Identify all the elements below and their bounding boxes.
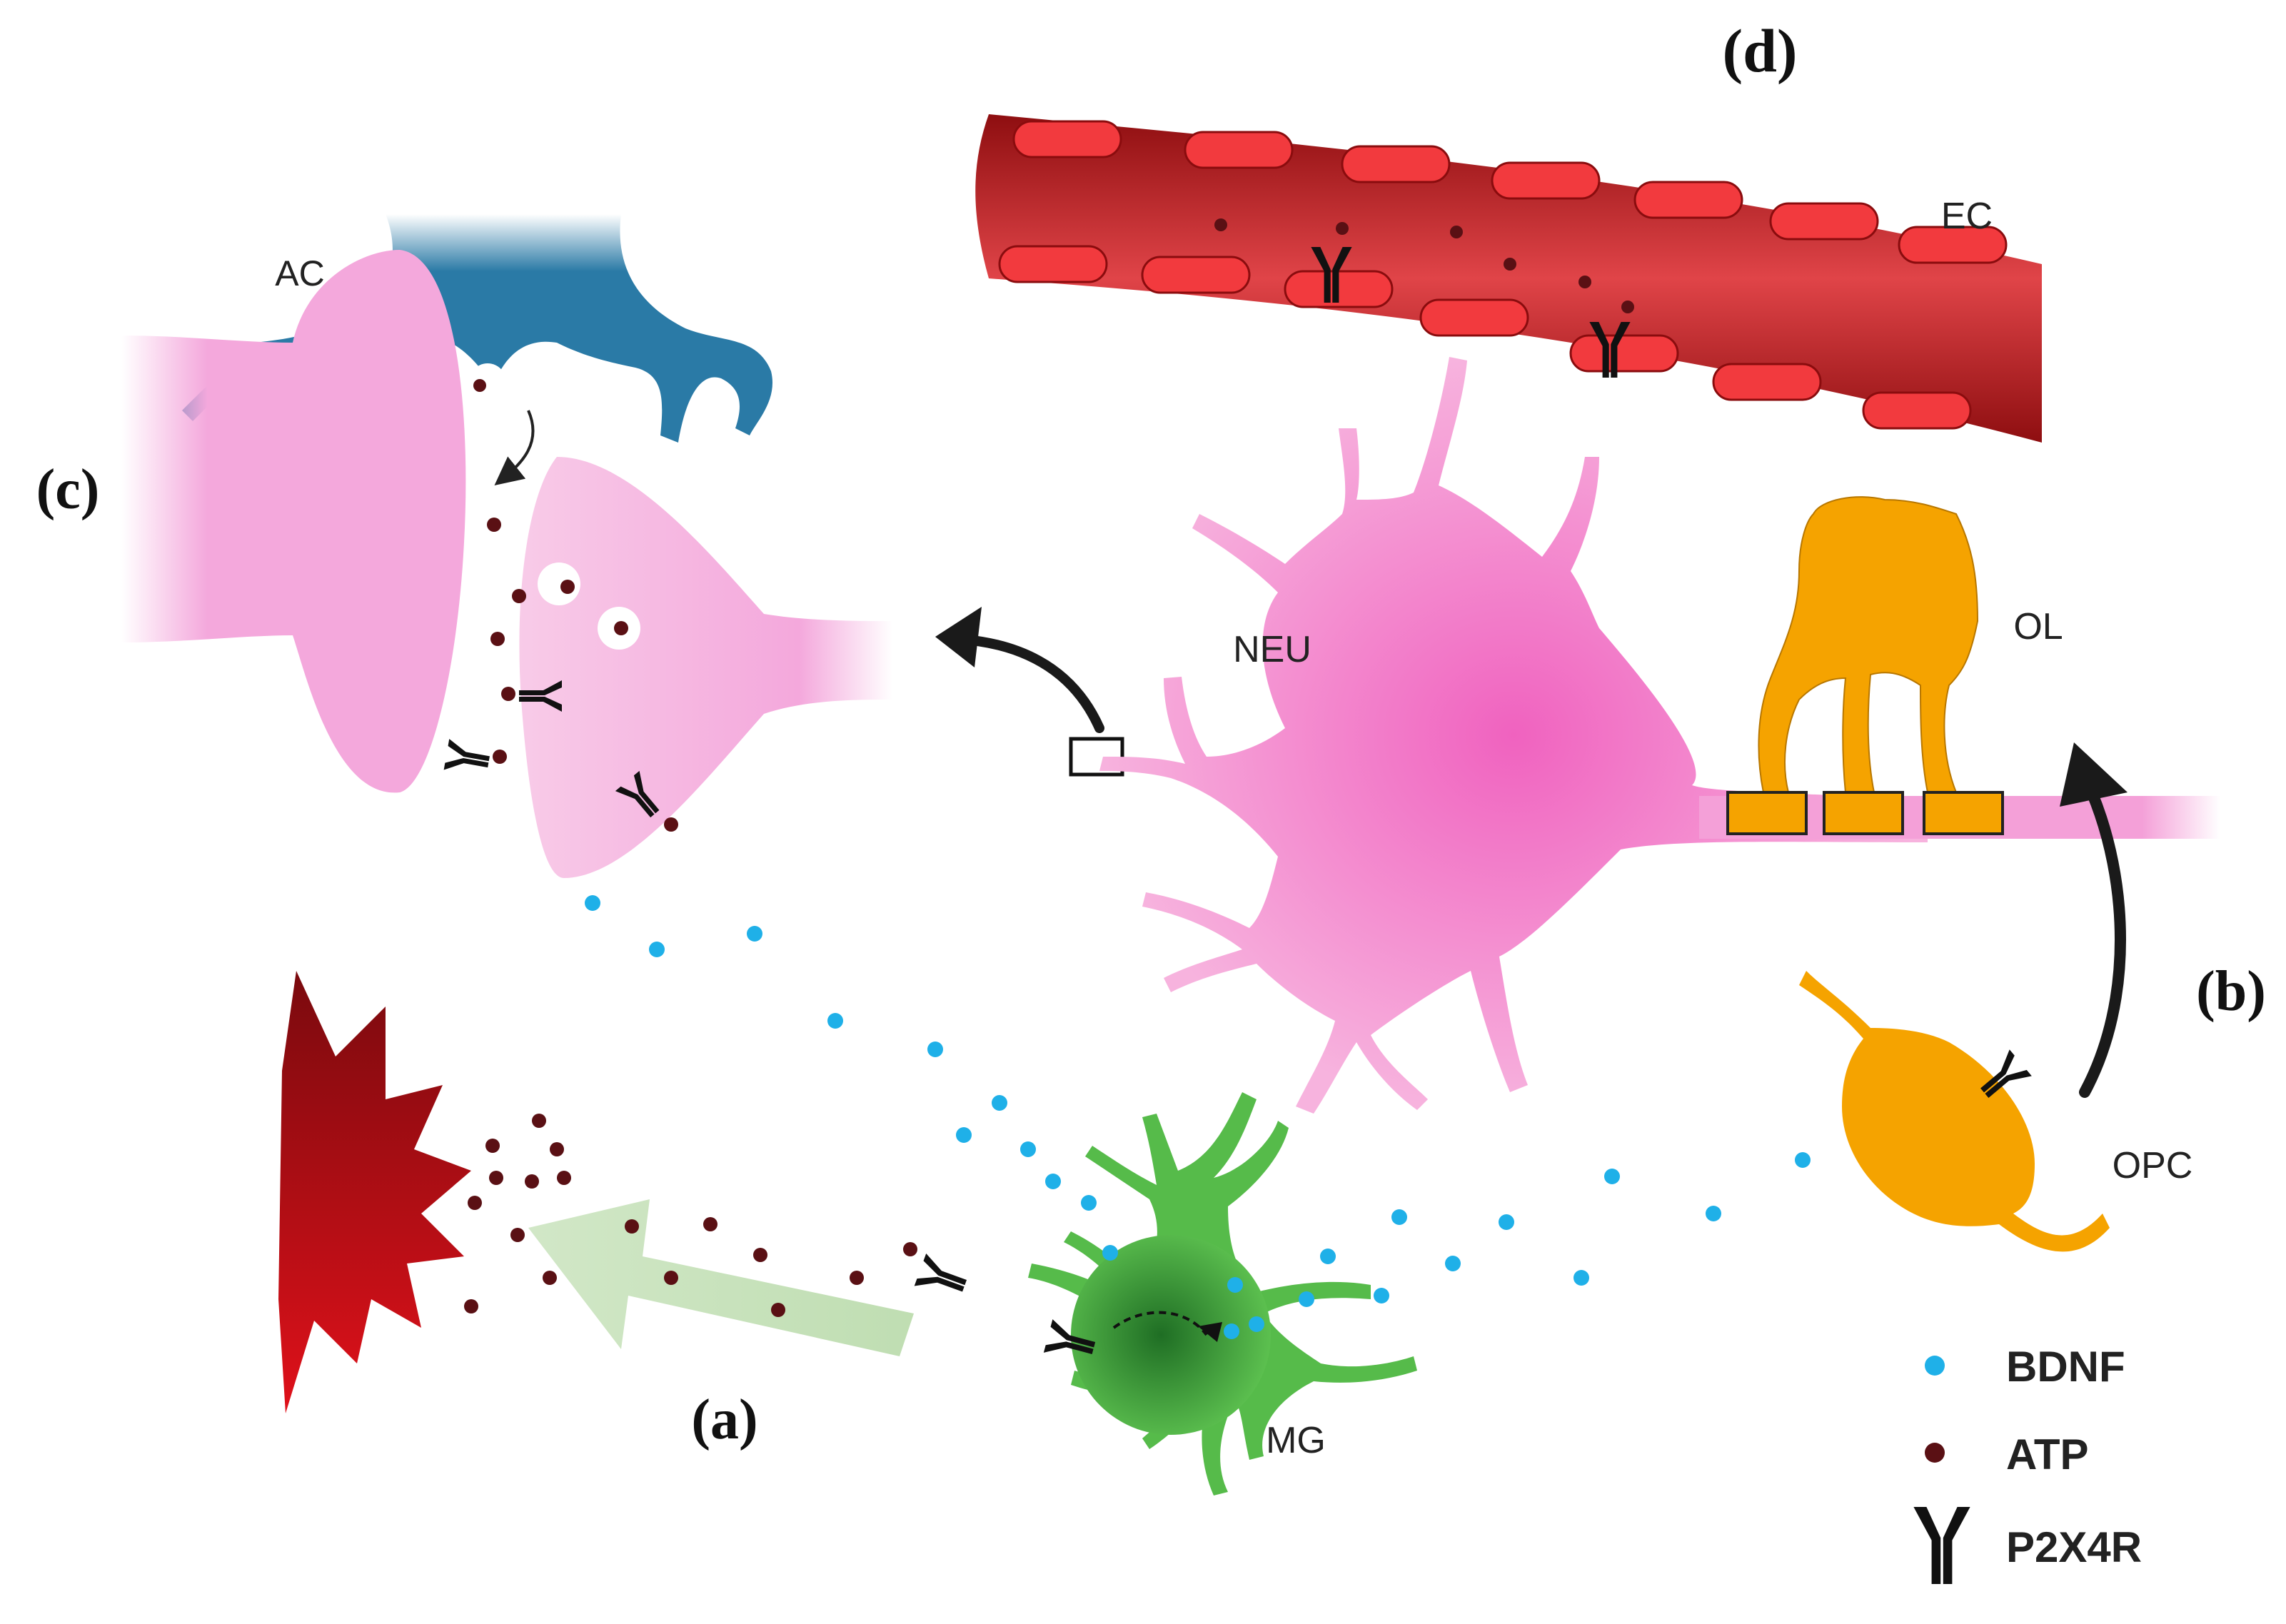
legend-atp-swatch [1925, 1443, 1945, 1463]
label-neuron: NEU [1233, 629, 1311, 670]
receptor-icon [443, 739, 492, 777]
label-oligodendrocyte: OL [2013, 606, 2063, 647]
panel-label-d: (d) [1722, 16, 1797, 85]
legend-p2x4r-label: P2X4R [2006, 1523, 2142, 1571]
legend-atp-label: ATP [2006, 1431, 2089, 1478]
astrocyte [182, 214, 773, 443]
neuron [1099, 357, 1928, 1114]
blood-vessel [975, 114, 2042, 443]
panel-label-c: (c) [36, 458, 100, 521]
differentiation-arrow [2060, 742, 2128, 1098]
label-microglia: MG [1266, 1420, 1326, 1461]
microglia [914, 1092, 1417, 1496]
panel-label-b: (b) [2196, 960, 2266, 1023]
atp-molecules [464, 1114, 917, 1317]
synapse [121, 250, 892, 878]
legend-bdnf-swatch [1925, 1356, 1945, 1376]
oligodendrocyte [1726, 496, 2004, 835]
receptor-icon [914, 1253, 971, 1303]
receptor-icon [1913, 1507, 1970, 1584]
label-opc: OPC [2113, 1145, 2193, 1186]
legend-bdnf-label: BDNF [2006, 1343, 2125, 1391]
atp-release-arrow [528, 1199, 914, 1356]
label-astrocyte: AC [275, 253, 324, 293]
legend: BDNF ATP P2X4R [1913, 1343, 2142, 1584]
injury-site [278, 971, 471, 1413]
bdnf-molecules [585, 895, 1811, 1339]
zoom-arrow-to-synapse [935, 607, 1124, 777]
label-endothelial: EC [1941, 196, 1993, 237]
oligodendrocyte-precursor [1799, 971, 2110, 1252]
panel-label-a: (a) [691, 1388, 757, 1451]
